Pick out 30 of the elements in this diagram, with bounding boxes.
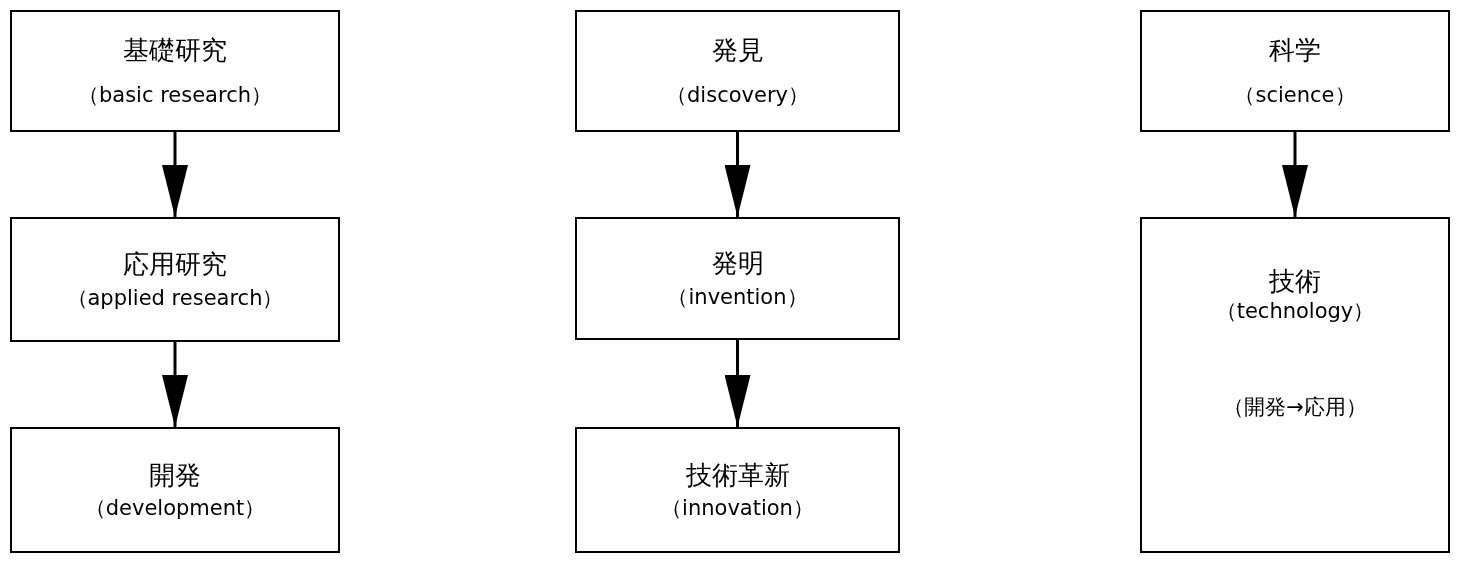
box-subtitle: （development）: [84, 495, 266, 522]
box-subtitle: （開発→応用）: [1223, 393, 1367, 420]
box-title: 技術: [1269, 265, 1321, 298]
box-title: 技術革新: [685, 458, 790, 492]
process-box: [1140, 10, 1450, 132]
process-box: [10, 217, 340, 342]
box-subtitle: （invention）: [667, 283, 808, 310]
box-subtitle: （discovery）: [666, 82, 809, 109]
process-box: [1140, 217, 1450, 553]
box-subtitle: （basic research）: [77, 82, 272, 109]
box-title: 応用研究: [123, 248, 227, 281]
box-title: 発見: [711, 33, 764, 67]
box-title: 科学: [1269, 33, 1321, 67]
box-title: 開発: [149, 458, 201, 492]
process-box: [10, 10, 340, 132]
box-subtitle: （science）: [1234, 82, 1356, 109]
box-subtitle: （technology）: [1215, 297, 1375, 324]
arrow: [1282, 132, 1308, 217]
process-box: [10, 427, 340, 553]
box-title: 基礎研究: [123, 33, 227, 67]
box-subtitle: （applied research）: [66, 284, 284, 311]
arrow: [162, 342, 188, 427]
box-title: 発明: [711, 247, 764, 280]
arrow: [724, 340, 751, 427]
box-subtitle: （innovation）: [661, 495, 814, 522]
arrow: [162, 132, 188, 217]
process-box: [575, 217, 900, 340]
process-box: [575, 10, 900, 132]
arrow: [724, 132, 751, 217]
process-box: [575, 427, 900, 553]
